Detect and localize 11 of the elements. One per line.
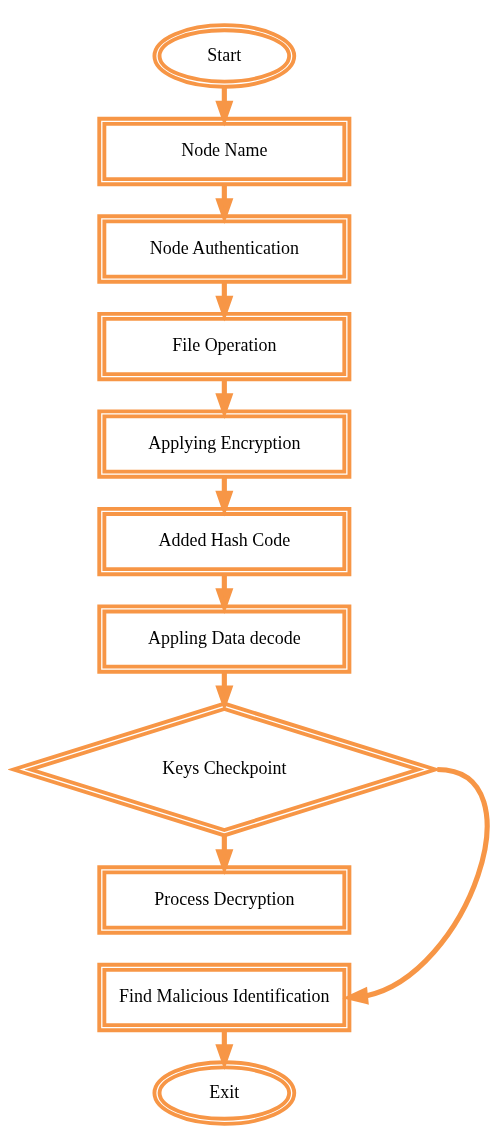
node-box: Appling Data decode xyxy=(97,603,352,674)
arrow xyxy=(342,766,490,1005)
node-box: Find Malicious Identification xyxy=(97,962,352,1032)
node-ellipse: Start xyxy=(152,22,297,89)
node-box: Process Decryption xyxy=(97,864,352,935)
node-box: Node Name xyxy=(97,116,352,186)
node-box: Applying Encryption xyxy=(97,408,352,479)
node-box: File Operation xyxy=(97,311,352,381)
node-box: Node Authentication xyxy=(97,213,352,284)
node-ellipse: Exit xyxy=(152,1059,297,1126)
node-box: Added Hash Code xyxy=(97,506,352,576)
